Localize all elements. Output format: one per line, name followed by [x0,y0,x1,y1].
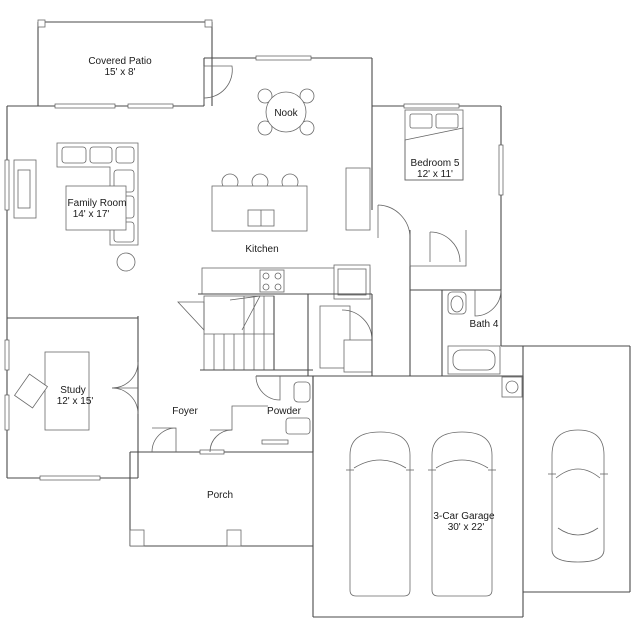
porch-column [226,529,242,547]
family-room-label: Family Room [68,198,127,209]
garage-walls [312,345,631,618]
toilet [293,381,311,403]
kitchen-counter [198,264,372,300]
garage-car-2 [428,431,496,597]
patio-post [37,19,46,28]
garage-car-3 [548,429,608,563]
bed [404,109,464,181]
island [211,185,308,232]
nook-table [265,91,307,133]
room-labels: Covered Patio 15' x 8' Nook Bedroom 5 12… [57,56,499,533]
refrigerator [333,264,371,300]
garage-label: 3-Car Garage [433,511,495,522]
coffee-table [65,185,127,231]
porch-label: Porch [207,490,233,501]
kitchen-label: Kitchen [245,244,278,255]
front-door [151,427,225,455]
garage-car-1 [346,431,414,597]
study-chair [13,373,49,409]
covered-patio-dims: 15' x 8' [104,67,135,78]
cooktop [259,269,285,293]
bath4-label: Bath 4 [470,319,499,330]
foyer-closet [209,405,268,453]
window [39,475,101,481]
bedroom5-walls [371,106,501,291]
study-walls [7,317,139,415]
vanity-sink [285,417,311,435]
bedroom5-dims: 12' x 11' [417,169,453,180]
mudroom [313,290,411,377]
window [498,144,504,196]
garage-column [501,376,523,398]
study-desk [44,351,90,431]
toilet [447,291,467,315]
window [255,55,312,61]
window [127,103,174,109]
bedroom5-label: Bedroom 5 [411,158,460,169]
covered-patio-label: Covered Patio [88,56,152,67]
family-room-dims: 14' x 17' [73,209,110,220]
study-label: Study [60,385,86,396]
window [403,103,460,109]
bath4-fixtures [410,289,502,377]
fireplace [13,159,37,219]
window [4,339,10,371]
foyer-label: Foyer [172,406,198,417]
patio-post [204,19,213,28]
kitchen-island [211,173,308,232]
window [4,159,10,211]
window [4,394,10,431]
garage-dims: 30' x 22' [448,522,485,533]
pantry-cabinet [345,167,371,231]
exterior-walls [4,55,504,481]
study-dims: 12' x 15' [57,396,94,407]
powder-label: Powder [267,406,302,417]
patio-door [203,65,233,104]
bathtub [447,345,501,375]
nook-table-set [257,88,315,136]
nook-label: Nook [274,108,298,119]
porch-area [129,452,313,547]
staircase [177,294,313,376]
powder-room [255,375,313,445]
family-room-furniture [13,142,139,272]
window [54,103,116,109]
side-table [116,252,136,272]
covered-patio-area [37,19,213,106]
porch-column [129,529,145,547]
